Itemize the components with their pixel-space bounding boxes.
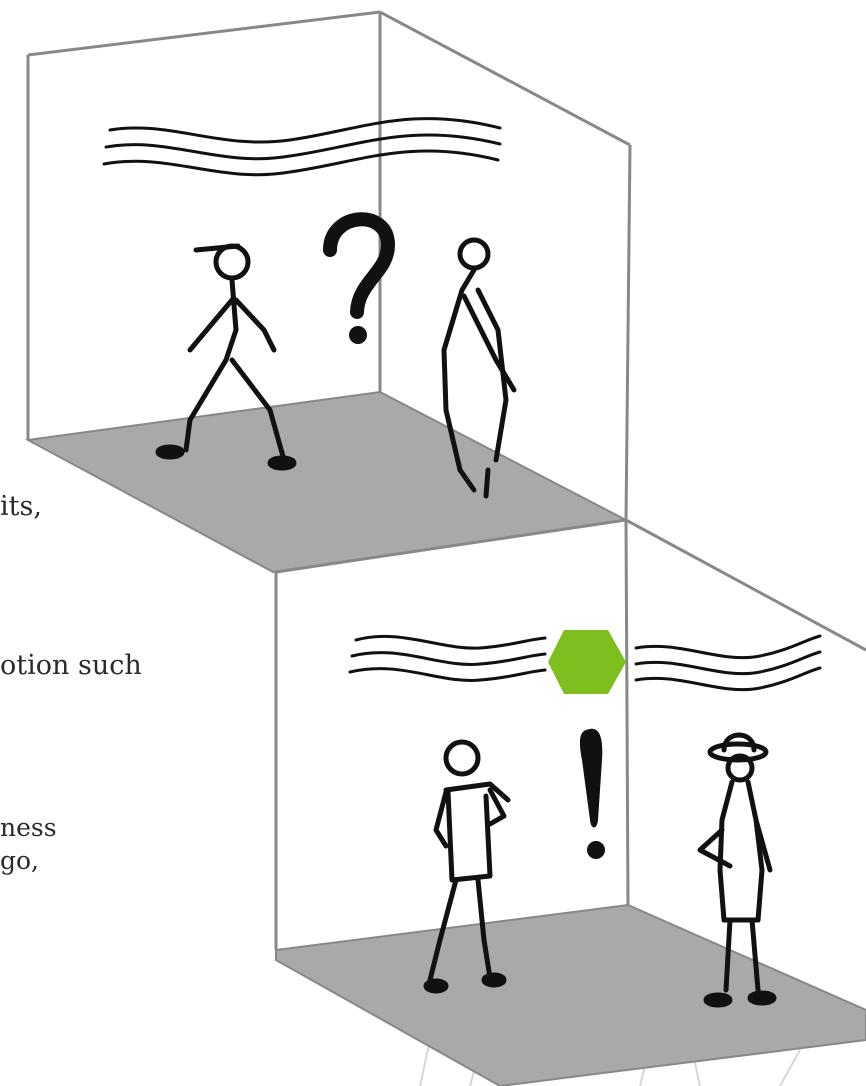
sound-waves-icon (104, 119, 500, 175)
top-room (28, 12, 630, 572)
sound-waves-left-icon (350, 636, 545, 680)
top-room-floor (28, 392, 626, 572)
exclamation-mark-icon (580, 729, 605, 859)
hexagon-icon (548, 630, 626, 694)
bottom-room-floor (276, 905, 866, 1086)
sound-waves-right-icon (636, 636, 820, 690)
bottom-room (276, 520, 866, 1086)
bottom-room-walls (276, 520, 866, 950)
